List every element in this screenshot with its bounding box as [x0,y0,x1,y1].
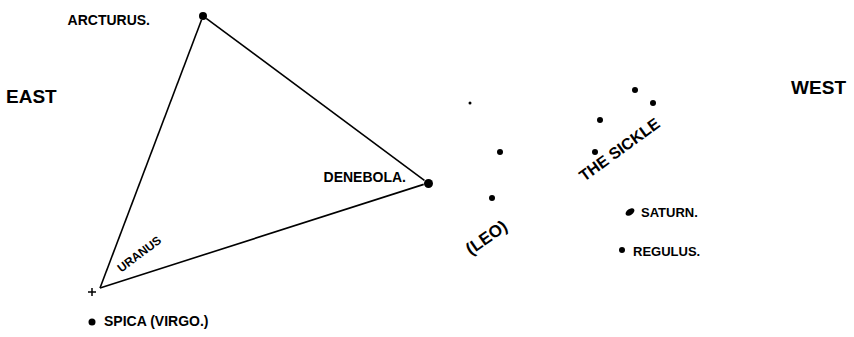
star-dot [497,149,503,155]
star-dot [469,102,472,105]
star-dot [650,100,656,106]
star-label: SPICA (VIRGO.) [104,314,209,329]
planet-label: SATURN. [641,206,698,220]
star-label: URANUS [116,234,165,275]
direction-label: WEST [791,78,846,99]
triangle-line [100,20,202,288]
star-label: DENEBOLA. [324,170,406,185]
star-label: REGULUS. [633,245,700,259]
asterism-label: THE SICKLE [576,115,663,185]
star-dot [489,195,495,201]
constellation-label: (LEO) [463,217,512,259]
star-dot [89,319,96,326]
triangle-line [100,184,424,288]
triangle-line [206,18,424,180]
star-dot [424,179,433,188]
star-dot [619,247,625,253]
planet-symbol [624,207,636,218]
direction-label: EAST [6,87,57,108]
star-dot [597,117,603,123]
planet-cross [88,282,96,290]
star-label: ARCTURUS. [68,13,150,28]
star-dot [199,12,207,20]
planet-cross [88,288,96,296]
star-dot [632,87,638,93]
